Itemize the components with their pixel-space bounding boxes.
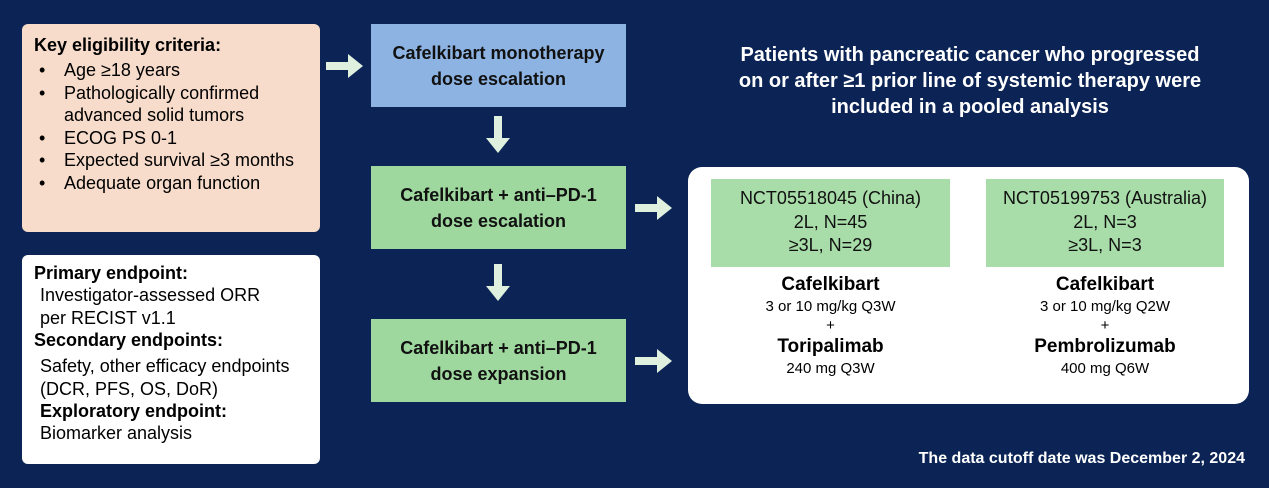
eligibility-item: Adequate organ function — [34, 172, 310, 195]
right-arrow-icon — [635, 348, 673, 374]
monotherapy-label: dose escalation — [430, 68, 567, 89]
exploratory-endpoint-title: Exploratory endpoint: — [40, 401, 228, 422]
drug-name: Pembrolizumab — [1034, 336, 1176, 357]
pooled-trials-panel: NCT05518045 (China) 2L, N=45 ≥3L, N=29 C… — [688, 167, 1249, 404]
drug-name: Cafelkibart — [781, 274, 880, 295]
plus-sign: + — [826, 317, 835, 334]
drug-dose: 240 mg Q3W — [786, 360, 875, 377]
eligibility-list: Age ≥18 years Pathologically confirmed a… — [34, 59, 310, 195]
primary-endpoint-title: Primary endpoint: — [34, 263, 189, 283]
data-cutoff-note: The data cutoff date was December 2, 202… — [918, 450, 1245, 467]
secondary-endpoints-text: Safety, other efficacy endpoints — [40, 356, 290, 377]
combo-escalation-label: dose escalation — [430, 210, 567, 231]
combo-expansion-label: dose expansion — [430, 363, 567, 384]
monotherapy-label: Cafelkibart monotherapy — [392, 42, 605, 63]
secondary-endpoints-title: Secondary endpoints: — [34, 330, 224, 351]
endpoints-box: Primary endpoint: Investigator-assessed … — [22, 255, 320, 464]
combo-expansion-box: Cafelkibart + anti–PD-1 dose expansion — [371, 319, 626, 402]
drug-dose: 3 or 10 mg/kg Q3W — [765, 298, 896, 315]
drug-name: Cafelkibart — [1055, 274, 1155, 295]
secondary-endpoints-text: (DCR, PFS, OS, DoR) — [40, 378, 219, 399]
drug-dose: 400 mg Q6W — [1060, 360, 1150, 377]
trial-3l-count: ≥3L, N=29 — [788, 235, 873, 255]
plus-sign: + — [1100, 317, 1110, 334]
exploratory-endpoint-text: Biomarker analysis — [40, 423, 193, 444]
combo-escalation-box: Cafelkibart + anti–PD-1 dose escalation — [371, 166, 626, 249]
eligibility-item: Age ≥18 years — [34, 59, 310, 82]
patients-description: Patients with pancreatic cancer who prog… — [690, 42, 1250, 120]
trial-box-china: NCT05518045 (China) 2L, N=45 ≥3L, N=29 — [711, 179, 950, 267]
eligibility-item: Expected survival ≥3 months — [34, 149, 310, 172]
trial-id: NCT05199753 (Australia) — [1002, 188, 1208, 208]
drug-name: Toripalimab — [777, 336, 884, 357]
trial-3l-count: ≥3L, N=3 — [1068, 235, 1142, 255]
eligibility-item: ECOG PS 0-1 — [34, 127, 310, 150]
trial-id: NCT05518045 (China) — [739, 188, 922, 208]
regimen-china: Cafelkibart 3 or 10 mg/kg Q3W + Toripali… — [711, 273, 950, 379]
down-arrow-icon — [485, 264, 511, 302]
eligibility-item: Pathologically confirmed advanced solid … — [34, 82, 310, 127]
monotherapy-escalation-box: Cafelkibart monotherapy dose escalation — [371, 24, 626, 107]
eligibility-criteria-box: Key eligibility criteria: Age ≥18 years … — [22, 24, 320, 232]
combo-expansion-label: Cafelkibart + anti–PD-1 — [400, 337, 597, 358]
regimen-australia: Cafelkibart 3 or 10 mg/kg Q2W + Pembroli… — [986, 273, 1224, 379]
primary-endpoint-text: Investigator-assessed ORR — [40, 285, 261, 305]
trial-box-australia: NCT05199753 (Australia) 2L, N=3 ≥3L, N=3 — [986, 179, 1224, 267]
right-arrow-icon — [326, 53, 364, 79]
right-arrow-icon — [635, 195, 673, 221]
drug-dose: 3 or 10 mg/kg Q2W — [1039, 298, 1171, 315]
eligibility-title: Key eligibility criteria: — [34, 35, 222, 55]
trial-2l-count: 2L, N=3 — [1073, 211, 1137, 232]
patients-line: on or after ≥1 prior line of systemic th… — [738, 70, 1202, 92]
trial-2l-count: 2L, N=45 — [793, 211, 868, 232]
combo-escalation-label: Cafelkibart + anti–PD-1 — [400, 184, 597, 205]
patients-line: included in a pooled analysis — [831, 96, 1109, 118]
patients-line: Patients with pancreatic cancer who prog… — [740, 44, 1200, 66]
primary-endpoint-text: per RECIST v1.1 — [40, 307, 176, 328]
down-arrow-icon — [485, 116, 511, 154]
